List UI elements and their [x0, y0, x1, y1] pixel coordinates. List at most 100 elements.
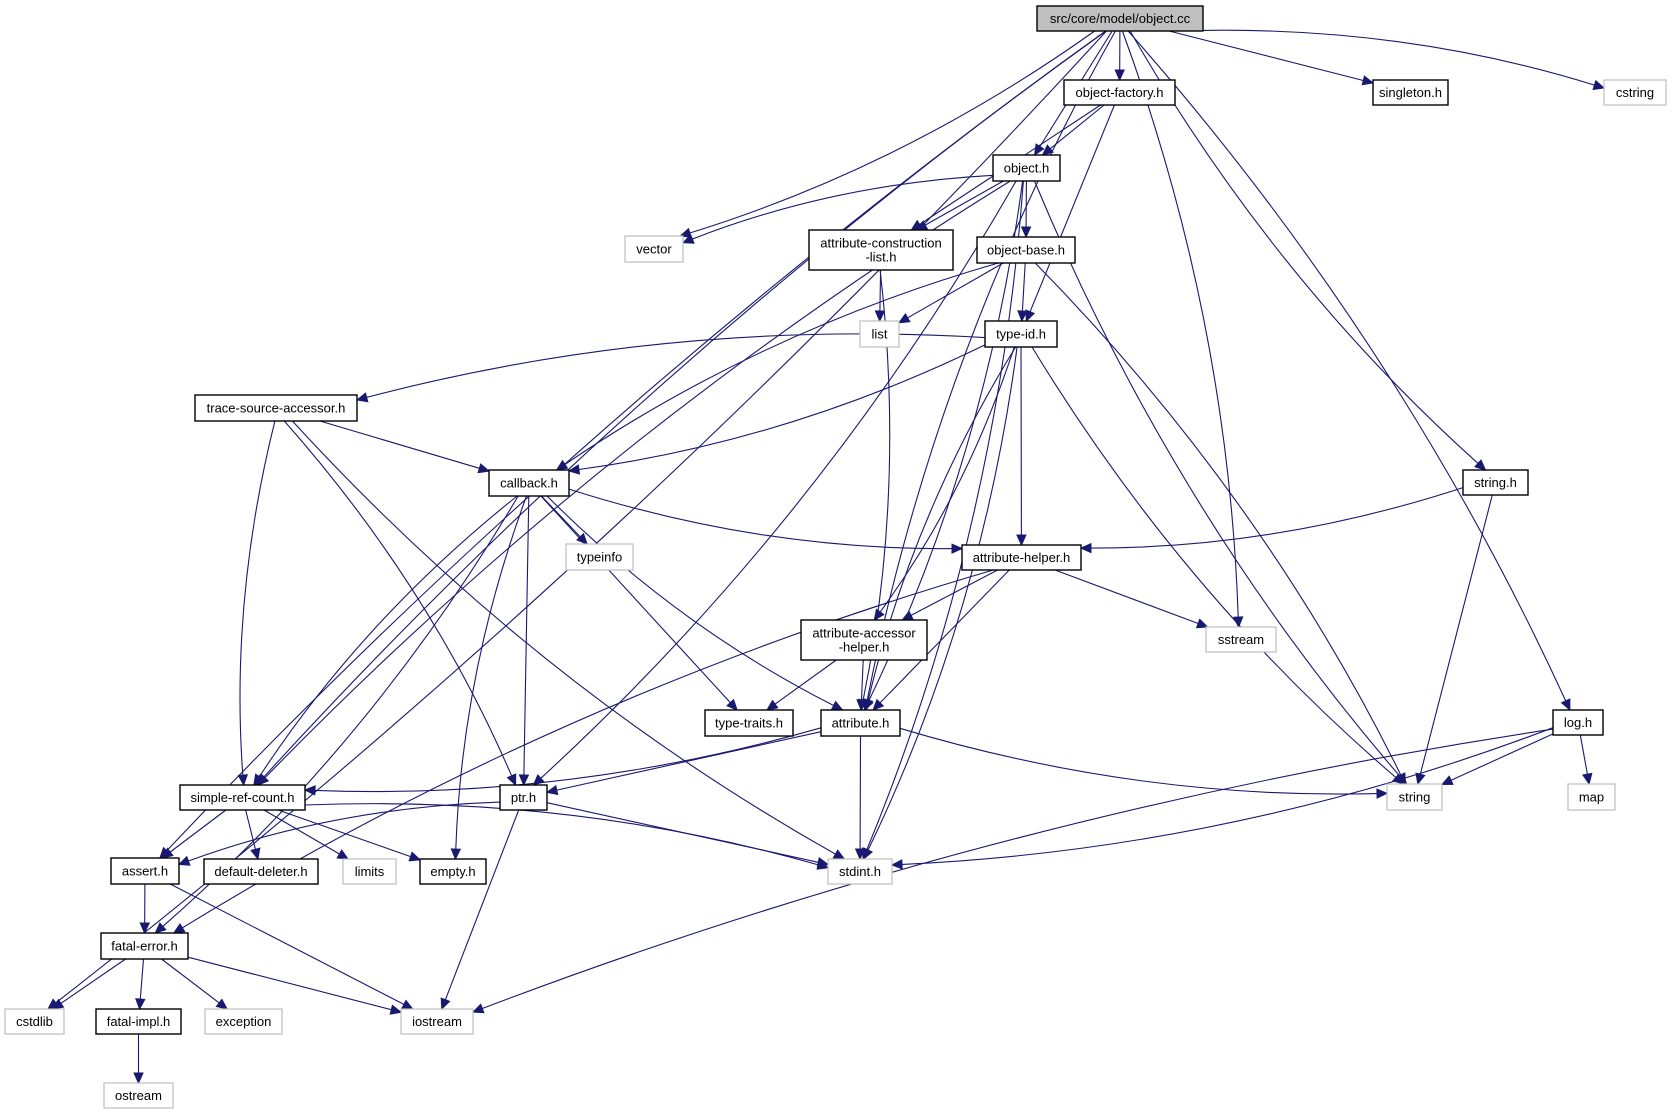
arrowhead-object-factory-to-object: [1041, 144, 1054, 156]
edge-attribute-to-ptr: [556, 731, 822, 791]
node-label-iostream: iostream: [412, 1014, 462, 1029]
node-attr-construction[interactable]: attribute-construction-list.h: [808, 229, 954, 271]
node-box-ostream: [103, 1082, 174, 1109]
edge-root-to-simple-ref: [262, 30, 1107, 778]
arrowhead-attribute-to-ptr: [545, 784, 559, 796]
node-ptr[interactable]: ptr.h: [499, 784, 548, 811]
edge-object-to-vector: [692, 174, 994, 240]
arrowhead-type-id-to-attr-accessor: [873, 608, 885, 621]
node-label-list: list: [872, 327, 888, 342]
node-assert[interactable]: assert.h: [110, 857, 180, 885]
node-root[interactable]: src/core/model/object.cc: [1036, 5, 1204, 32]
node-label-object: object.h: [1004, 161, 1050, 176]
edge-root-to-sstream: [1121, 30, 1239, 618]
arrowhead-object-to-object-base: [1020, 226, 1032, 239]
node-fatal-error[interactable]: fatal-error.h: [100, 932, 189, 960]
node-box-singleton: [1372, 79, 1449, 106]
arrowhead-callback-to-simple-ref: [253, 773, 265, 787]
edge-object-to-attr-construction: [924, 180, 1004, 226]
edge-trace-source-to-callback: [319, 420, 480, 469]
edge-attribute-to-simple-ref: [314, 727, 822, 793]
node-object-factory[interactable]: object-factory.h: [1063, 79, 1176, 106]
arrowhead-type-id-to-stdint: [863, 847, 874, 861]
node-label-attr-accessor: -helper.h: [839, 640, 890, 655]
arrowhead-object-factory-to-type-id: [1025, 309, 1036, 323]
arrowhead-object-to-vector: [681, 234, 695, 244]
arrowhead-attr-helper-to-attribute: [872, 698, 885, 711]
edge-simple-ref-to-assert: [169, 809, 227, 853]
edge-root-to-vector: [689, 30, 1096, 234]
node-box-limits: [342, 858, 397, 885]
node-fatal-impl[interactable]: fatal-impl.h: [95, 1008, 182, 1035]
node-box-string-h: [1462, 469, 1529, 496]
edge-trace-source-to-stdint: [291, 420, 836, 855]
node-list: list: [859, 320, 900, 348]
arrowhead-log-to-string: [1440, 775, 1454, 786]
node-box-exception: [204, 1008, 283, 1035]
node-label-root: src/core/model/object.cc: [1050, 11, 1191, 26]
edge-log-to-iostream: [482, 728, 1554, 1010]
node-object[interactable]: object.h: [992, 154, 1061, 182]
node-type-id[interactable]: type-id.h: [984, 320, 1058, 348]
edge-trace-source-to-simple-ref: [239, 420, 276, 776]
node-label-type-traits: type-traits.h: [715, 716, 783, 731]
arrowhead-assert-to-iostream: [401, 999, 414, 1010]
node-attribute[interactable]: attribute.h: [820, 709, 901, 737]
node-label-log: log.h: [1564, 715, 1592, 730]
node-singleton[interactable]: singleton.h: [1372, 79, 1449, 106]
node-box-attribute: [820, 709, 901, 737]
node-trace-source[interactable]: trace-source-accessor.h: [194, 394, 358, 422]
edge-object-base-to-string: [1034, 262, 1402, 776]
node-iostream: iostream: [400, 1008, 474, 1035]
node-attr-accessor[interactable]: attribute-accessor-helper.h: [800, 619, 928, 661]
arrowhead-attr-accessor-to-type-traits: [766, 699, 779, 711]
node-callback[interactable]: callback.h: [488, 469, 570, 497]
arrowhead-attribute-to-simple-ref: [303, 785, 316, 796]
arrowhead-log-to-iostream: [471, 1003, 485, 1014]
edge-attr-helper-to-attribute: [879, 569, 1010, 704]
arrowhead-attr-helper-to-fatal-error: [172, 922, 186, 934]
edge-callback-to-type-traits: [540, 495, 731, 703]
arrowhead-root-to-vector: [679, 227, 692, 238]
node-label-attr-accessor: attribute-accessor: [812, 626, 916, 641]
node-label-fatal-error: fatal-error.h: [111, 939, 177, 954]
node-empty[interactable]: empty.h: [419, 858, 487, 885]
node-box-ptr: [499, 784, 548, 811]
node-box-sstream: [1205, 626, 1277, 653]
node-type-traits[interactable]: type-traits.h: [704, 709, 794, 737]
node-string-h[interactable]: string.h: [1462, 469, 1529, 496]
edge-root-to-cstdlib: [55, 30, 1107, 1004]
node-label-singleton: singleton.h: [1379, 85, 1442, 100]
node-sstream: sstream: [1205, 626, 1277, 653]
node-label-exception: exception: [216, 1014, 272, 1029]
edge-object-factory-to-type-id: [1029, 104, 1115, 312]
arrowhead-fatal-error-to-cstdlib: [51, 998, 65, 1010]
edge-attr-accessor-to-attribute: [860, 659, 864, 701]
node-box-cstring: [1603, 79, 1667, 106]
node-object-base[interactable]: object-base.h: [976, 236, 1076, 264]
node-label-string-h: string.h: [1474, 475, 1517, 490]
node-attr-helper[interactable]: attribute-helper.h: [961, 544, 1082, 571]
arrowhead-root-to-object-factory: [1114, 69, 1125, 82]
node-label-cstdlib: cstdlib: [16, 1014, 53, 1029]
edge-root-to-singleton: [1168, 30, 1364, 82]
edge-simple-ref-to-empty: [277, 809, 411, 858]
node-box-log: [1552, 709, 1604, 736]
node-log[interactable]: log.h: [1552, 709, 1604, 736]
arrowhead-type-id-to-trace-source: [355, 392, 369, 403]
arrowhead-attr-construction-to-list: [874, 310, 886, 323]
node-label-attr-helper: attribute-helper.h: [973, 550, 1071, 565]
edges-layer: [47, 29, 1606, 1085]
node-label-attr-construction: -list.h: [865, 250, 896, 265]
arrowhead-root-to-cstring: [1592, 79, 1606, 90]
node-default-deleter[interactable]: default-deleter.h: [203, 858, 319, 885]
node-cstdlib: cstdlib: [4, 1008, 65, 1035]
edge-callback-to-ptr: [523, 495, 530, 776]
node-simple-ref[interactable]: simple-ref-count.h: [179, 784, 306, 811]
node-box-attr-construction: [808, 229, 954, 271]
node-cstring: cstring: [1603, 79, 1667, 106]
node-label-callback: callback.h: [500, 476, 558, 491]
arrowhead-fatal-error-to-fatal-impl: [135, 998, 146, 1011]
edge-object-base-to-callback: [564, 262, 999, 465]
node-label-trace-source: trace-source-accessor.h: [207, 401, 346, 416]
